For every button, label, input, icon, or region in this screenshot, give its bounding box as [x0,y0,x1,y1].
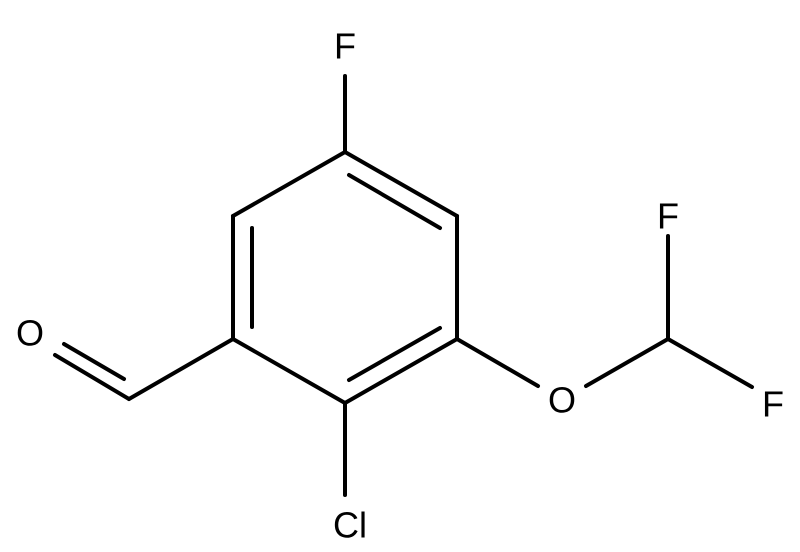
bond-difluoro-lower [666,337,754,389]
bond-ring-bottom-right-inner [347,326,442,382]
bond-ring-top-left [231,150,347,218]
atom-fluorine-lower-right: F [762,384,784,425]
bond-ring-oxygen [455,337,540,388]
bond-aldehyde-carbon [127,337,235,401]
bond-oxygen-carbon [584,337,670,388]
atom-oxygen-ether: O [548,380,576,421]
bond-carbonyl-inner [62,342,126,381]
atom-chlorine: Cl [333,505,367,546]
atom-oxygen-aldehyde: O [16,313,44,354]
bond-ring-top-right-inner [347,173,442,230]
atom-fluorine-top: F [334,26,356,67]
atom-fluorine-upper-right: F [657,196,679,237]
bond-ring-bottom-left [231,337,347,405]
bond-ring-top-right [343,150,459,218]
bond-carbonyl [53,353,131,401]
bond-ring-bottom-right [343,337,459,405]
